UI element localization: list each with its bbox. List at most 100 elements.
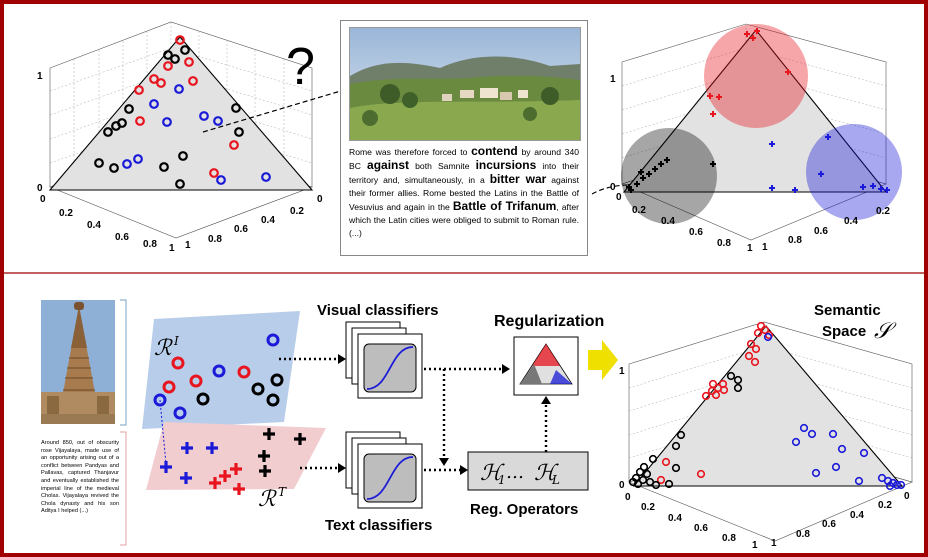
svg-text:0.6: 0.6 bbox=[822, 519, 836, 530]
operator-H1: ℋ bbox=[480, 461, 505, 486]
svg-text:0: 0 bbox=[610, 182, 616, 193]
excerpt-keyword: against bbox=[367, 158, 410, 172]
semantic-label-line1: Semantic bbox=[814, 302, 881, 319]
plot-points-red bbox=[707, 28, 791, 117]
semantic-label-line2: Space bbox=[822, 323, 866, 340]
document-card: Rome was therefore forced to contend by … bbox=[340, 20, 588, 256]
svg-text:1: 1 bbox=[752, 540, 758, 551]
operator-HL: ℋ bbox=[534, 461, 559, 486]
z-tick-2: 0 bbox=[40, 194, 46, 205]
svg-text:0.2: 0.2 bbox=[878, 500, 892, 511]
right-tick-08: 0.8 bbox=[208, 234, 222, 245]
plot-points-black bbox=[626, 157, 716, 193]
excerpt-keyword: incursions bbox=[475, 158, 537, 172]
svg-text:1: 1 bbox=[762, 242, 768, 253]
space-RT-region bbox=[146, 422, 326, 490]
svg-text:0.6: 0.6 bbox=[814, 226, 828, 237]
plot-axis-ticks: 0 1 0 0.2 0.4 0.6 0.8 1 0.2 0.4 0.6 0.8 … bbox=[610, 74, 890, 254]
svg-text:0.6: 0.6 bbox=[694, 523, 708, 534]
reg-operators-box bbox=[467, 451, 589, 491]
space-RI-region bbox=[142, 311, 300, 429]
operator-dots: … bbox=[506, 462, 524, 483]
svg-text:0: 0 bbox=[616, 192, 622, 203]
excerpt-text: Rome was therefore forced to bbox=[349, 147, 472, 157]
left-tick-02: 0.2 bbox=[59, 208, 73, 219]
svg-text:0.8: 0.8 bbox=[722, 533, 736, 544]
svg-text:0.4: 0.4 bbox=[668, 513, 682, 524]
left-tick-1: 1 bbox=[169, 243, 175, 254]
cluster-blue bbox=[806, 124, 902, 220]
reg-operators-label: Reg. Operators bbox=[470, 501, 578, 518]
excerpt-keyword: Battle of Trifanum bbox=[452, 199, 557, 213]
regularization-icon bbox=[513, 336, 579, 396]
operator-sub1: 1 bbox=[498, 473, 506, 487]
plot-bottom-right: 0 1 0 0.2 0.4 0.6 0.8 1 0 0.2 0.4 0.6 0.… bbox=[619, 321, 913, 551]
plot-points bbox=[628, 321, 906, 491]
excerpt-text: , after which the Latin cities were obli… bbox=[349, 202, 579, 238]
right-tick-02: 0.2 bbox=[290, 206, 304, 217]
svg-text:0.8: 0.8 bbox=[717, 238, 731, 249]
excerpt-keyword: bitter war bbox=[489, 172, 547, 186]
right-tick-1: 1 bbox=[185, 240, 191, 251]
simplex-triangle bbox=[632, 325, 904, 487]
temple-photo bbox=[41, 300, 115, 424]
plot-top-right: 0 1 0 0.2 0.4 0.6 0.8 1 0.2 0.4 0.6 0.8 … bbox=[610, 23, 902, 254]
right-tick-0: 0 bbox=[317, 194, 323, 205]
chola-text-doc: Around 850, out of obscurity rose Vijaya… bbox=[41, 440, 119, 515]
svg-text:0: 0 bbox=[619, 480, 625, 491]
svg-text:0.8: 0.8 bbox=[788, 235, 802, 246]
plot-points-blue bbox=[769, 134, 890, 193]
space-RI-sup: I bbox=[173, 334, 179, 348]
arrowheads bbox=[338, 354, 551, 475]
left-tick-04: 0.4 bbox=[87, 220, 101, 231]
svg-text:1: 1 bbox=[747, 243, 753, 254]
svg-text:0.8: 0.8 bbox=[796, 529, 810, 540]
excerpt-text: against their former allies. Rome bested… bbox=[349, 175, 579, 212]
RT-points bbox=[160, 428, 306, 495]
svg-text:0.4: 0.4 bbox=[661, 216, 675, 227]
connector-left-dashed bbox=[202, 89, 345, 133]
svg-text:0.6: 0.6 bbox=[689, 227, 703, 238]
right-tick-04: 0.4 bbox=[261, 215, 275, 226]
svg-text:0.2: 0.2 bbox=[876, 206, 890, 217]
excerpt-text: both Samnite bbox=[409, 161, 476, 171]
question-mark: ? bbox=[286, 38, 315, 96]
left-tick-06: 0.6 bbox=[115, 232, 129, 243]
svg-text:0: 0 bbox=[625, 492, 631, 503]
right-tick-06: 0.6 bbox=[234, 224, 248, 235]
pipeline-arrows bbox=[279, 357, 548, 472]
text-classifiers-label: Text classifiers bbox=[325, 517, 432, 534]
landscape-photo bbox=[349, 27, 581, 141]
space-RT-sup: T bbox=[278, 485, 287, 499]
svg-text:0.4: 0.4 bbox=[844, 216, 858, 227]
plot-axis-ticks: 0 1 0 0.2 0.4 0.6 0.8 1 0 0.2 0.4 0.6 0.… bbox=[619, 366, 910, 551]
simplex-triangle bbox=[622, 29, 888, 193]
operator-subL: L bbox=[551, 473, 560, 487]
space-RT-label: ℛ bbox=[258, 487, 277, 512]
plot-axis-ticks: 0 1 0 0.2 0.4 0.6 0.8 1 0 0.2 0.4 0.6 0.… bbox=[37, 71, 323, 254]
svg-text:0: 0 bbox=[904, 491, 910, 502]
svg-text:1: 1 bbox=[771, 538, 777, 549]
simplex-triangle bbox=[48, 36, 314, 191]
cross-modal-link bbox=[159, 399, 167, 465]
visual-classifiers-label: Visual classifiers bbox=[317, 302, 438, 319]
z-tick-0: 0 bbox=[37, 183, 43, 194]
left-tick-08: 0.8 bbox=[143, 239, 157, 250]
excerpt-keyword: contend bbox=[471, 144, 518, 158]
text-bracket bbox=[120, 431, 127, 546]
semantic-symbol: 𝒮 bbox=[874, 319, 897, 344]
image-bracket bbox=[120, 299, 127, 426]
svg-text:0.2: 0.2 bbox=[641, 502, 655, 513]
text-classifier-stack bbox=[345, 431, 423, 509]
RI-points bbox=[153, 333, 284, 420]
svg-text:0.4: 0.4 bbox=[850, 510, 864, 521]
visual-classifier-stack bbox=[345, 321, 423, 399]
cluster-red bbox=[704, 24, 808, 128]
plot-points bbox=[94, 35, 271, 189]
space-RI-label: ℛ bbox=[154, 336, 173, 361]
plot-top-left: 0 1 0 0.2 0.4 0.6 0.8 1 0 0.2 0.4 0.6 0.… bbox=[37, 21, 323, 254]
excerpt-text: into their territory and, simultaneously… bbox=[349, 161, 579, 185]
svg-text:0.2: 0.2 bbox=[632, 205, 646, 216]
regularization-label: Regularization bbox=[494, 313, 604, 330]
